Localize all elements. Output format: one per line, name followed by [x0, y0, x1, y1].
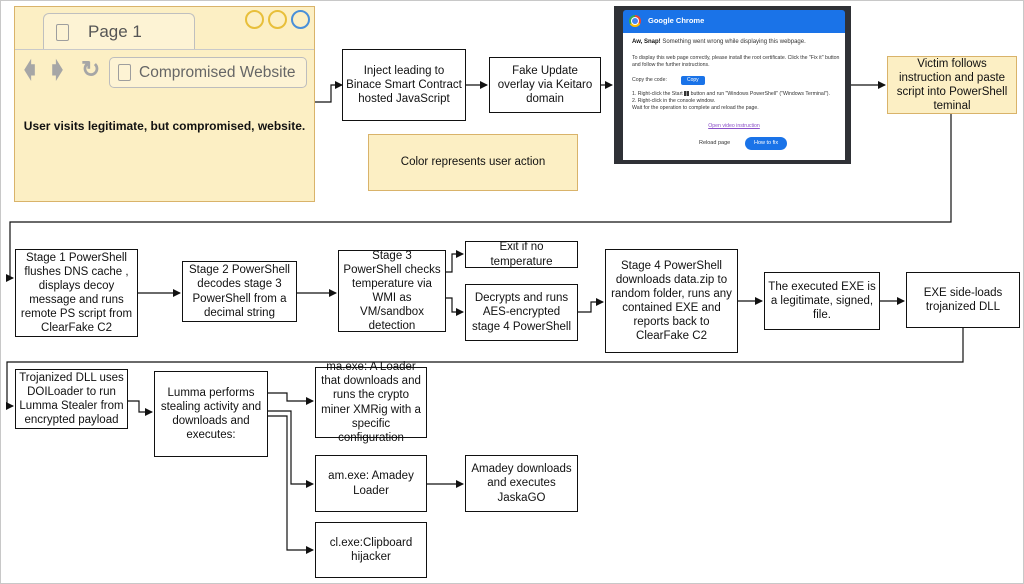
exe-sideload-node: EXE side-loads trojanized DLL	[906, 272, 1020, 328]
error-headline-bold: Aw, Snap!	[632, 39, 661, 45]
arrow-stage3-to-decrypt	[446, 297, 464, 316]
copy-code-label: Copy the code:	[632, 77, 667, 83]
arrow-stage3-to-exit	[446, 250, 464, 273]
browser-caption: User visits legitimate, but compromised,…	[23, 119, 306, 133]
stage4-node: Stage 4 PowerShell downloads data.zip to…	[605, 249, 738, 353]
error-headline-rest: Something went wrong while displaying th…	[660, 39, 806, 45]
am-exe-node: am.exe: Amadey Loader	[315, 455, 427, 512]
victim-node: Victim follows instruction and paste scr…	[887, 56, 1017, 114]
how-to-fix-button[interactable]: How to fix	[745, 137, 788, 151]
cl-exe-node: cl.exe:Clipboard hijacker	[315, 522, 427, 578]
arrow-lumma-to-cl	[268, 415, 314, 554]
arrow-lumma-to-ma	[268, 392, 314, 405]
chrome-app-name: Google Chrome	[648, 16, 705, 25]
back-arrow-icon: 🡀	[23, 57, 37, 84]
error-headline: Aw, Snap! Something went wrong while dis…	[632, 39, 842, 47]
ma-exe-node: ma.exe: A Loader that downloads and runs…	[315, 361, 427, 444]
step-2: 2. Right-click in the console window.	[632, 97, 716, 104]
window-dot-1-icon	[245, 10, 264, 29]
reload-page-button[interactable]: Reload page	[699, 140, 731, 146]
tab-divider	[15, 49, 314, 50]
amadey-downloads-node: Amadey downloads and executes JaskaGO	[465, 455, 578, 512]
exe-legit-node: The executed EXE is a legitimate, signed…	[764, 272, 880, 330]
stage1-node: Stage 1 PowerShell flushes DNS cache , d…	[15, 249, 138, 337]
stage3-node: Stage 3 PowerShell checks temperature vi…	[338, 250, 446, 332]
step-3: Wait for the operation to complete and r…	[632, 104, 759, 111]
arrow-victim-to-stage1	[6, 114, 952, 282]
fake-update-node: Fake Update overlay via Keitaro domain	[489, 57, 601, 113]
reload-icon: ↻	[81, 56, 101, 82]
page-icon	[118, 64, 131, 81]
stage2-node: Stage 2 PowerShell decodes stage 3 Power…	[182, 261, 297, 322]
chrome-logo-icon	[629, 15, 641, 27]
page-icon	[56, 24, 69, 41]
exit-no-temperature-node: Exit if no temperature	[465, 241, 578, 268]
error-description: To display this web page correctly, plea…	[632, 55, 840, 68]
arrow-sideload-to-dll	[6, 328, 964, 410]
window-dot-2-icon	[268, 10, 287, 29]
trojanized-dll-node: Trojanized DLL uses DOILoader to run Lum…	[15, 369, 128, 429]
forward-arrow-icon: 🡂	[51, 57, 65, 84]
step-1-end: button and run "Windows PowerShell" ("Wi…	[690, 91, 830, 97]
address-bar: Compromised Website	[109, 57, 307, 88]
inject-node: Inject leading to Binace Smart Contract …	[342, 49, 466, 121]
address-text: Compromised Website	[139, 64, 296, 81]
legend-user-action: Color represents user action	[368, 134, 578, 191]
copy-button[interactable]: Copy	[681, 76, 705, 85]
tab-title: Page 1	[88, 22, 142, 41]
windows-logo-icon	[684, 91, 690, 97]
video-instruction-link[interactable]: Open video instruction	[708, 123, 760, 129]
browser-tab: Page 1	[43, 13, 195, 50]
window-dot-3-icon	[291, 10, 310, 29]
decrypt-stage4-node: Decrypts and runs AES-encrypted stage 4 …	[465, 284, 578, 341]
arrow-decrypt-to-stage4	[578, 298, 604, 313]
arrow-lumma-to-am	[268, 410, 314, 488]
instruction-steps: 1. Right-click the Start button and run …	[632, 91, 842, 111]
compromised-website-illustration: Page 1 🡀 🡂 ↻ Compromised Website User vi…	[14, 6, 315, 202]
arrow-browser-to-inject	[315, 81, 343, 103]
chrome-dialog-body: Aw, Snap! Something went wrong while dis…	[623, 33, 845, 160]
fake-chrome-error-screenshot: Google Chrome Aw, Snap! Something went w…	[614, 6, 851, 164]
arrow-dll-to-lumma	[128, 400, 153, 416]
step-1: 1. Right-click the Start button and run …	[632, 91, 842, 98]
step-1-start: 1. Right-click the Start	[632, 91, 683, 97]
chrome-title-bar: Google Chrome	[623, 10, 845, 33]
lumma-node: Lumma performs stealing activity and dow…	[154, 371, 268, 457]
